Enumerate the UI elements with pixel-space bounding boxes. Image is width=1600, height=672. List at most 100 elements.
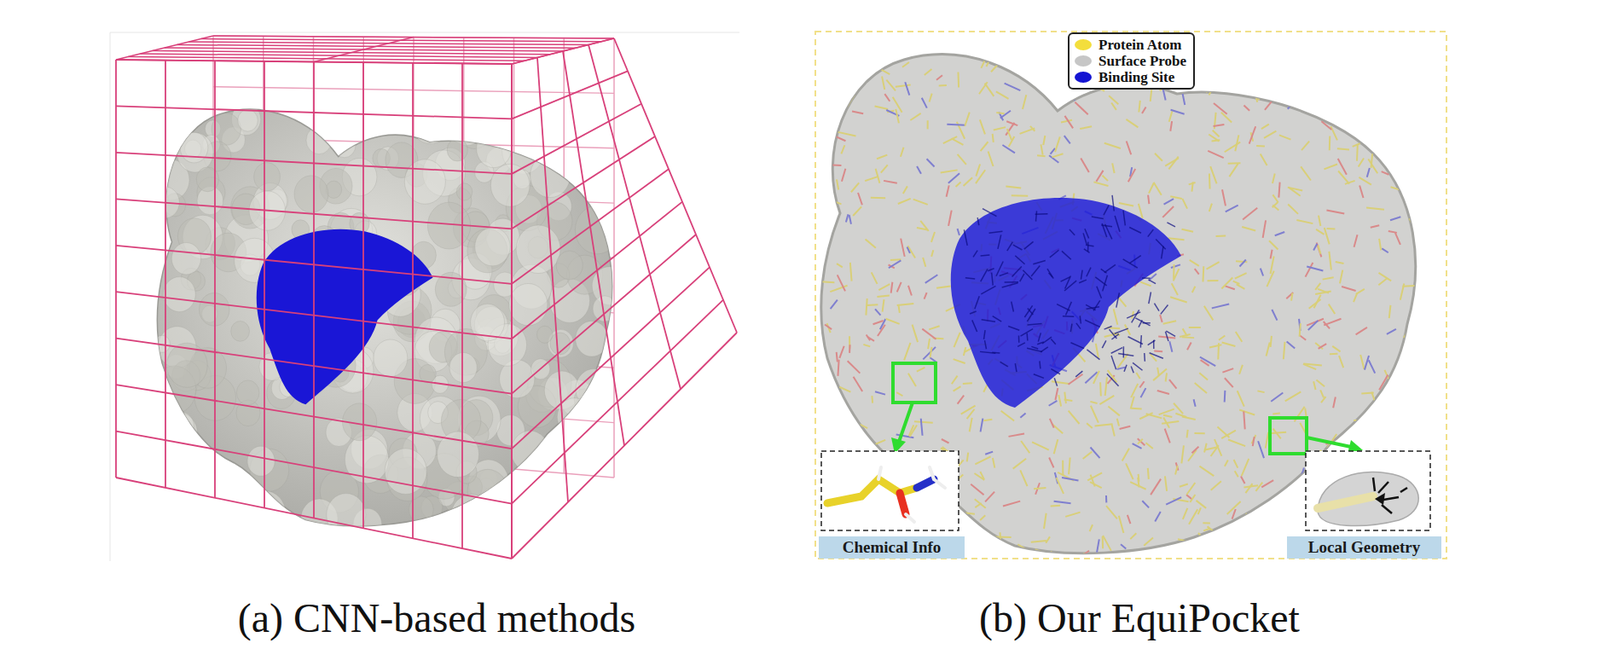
atom-stick <box>982 208 997 217</box>
atom-stick <box>1050 338 1056 344</box>
atom-stick <box>1182 229 1195 232</box>
atom-stick <box>907 245 916 258</box>
atom-stick <box>920 220 928 232</box>
atom-stick <box>1379 238 1381 251</box>
atom-stick <box>1112 162 1114 174</box>
atom-stick <box>1344 62 1352 70</box>
atom-stick <box>1335 261 1345 264</box>
atom-stick <box>898 198 911 204</box>
atom-stick <box>1370 30 1373 47</box>
atom-stick <box>1049 418 1055 429</box>
atom-stick <box>1328 304 1335 314</box>
atom-stick <box>1171 264 1181 268</box>
atom-stick <box>1177 539 1190 542</box>
atom-stick <box>1049 400 1058 406</box>
atom-stick <box>1344 180 1356 185</box>
atom-stick <box>1171 110 1185 115</box>
atom-stick <box>1061 250 1072 260</box>
atom-stick <box>1395 138 1404 155</box>
atom-stick <box>1075 371 1083 377</box>
surface-bump <box>593 181 628 219</box>
grid-line <box>511 266 710 449</box>
atom-stick <box>1246 47 1255 62</box>
atom-stick <box>1198 533 1206 541</box>
atom-stick <box>1317 103 1330 118</box>
surface-bump <box>373 110 393 131</box>
atom-stick <box>1389 52 1398 60</box>
atom-stick <box>1095 423 1114 426</box>
atom-stick <box>1165 556 1178 567</box>
atom-stick <box>1142 277 1151 279</box>
atom-stick <box>1209 344 1222 348</box>
atom-stick <box>1031 346 1038 349</box>
atom-stick <box>1261 480 1274 487</box>
atom-stick <box>1175 413 1187 418</box>
atom-stick <box>852 206 862 216</box>
atom-stick <box>1020 440 1030 453</box>
atom-stick <box>1224 377 1234 388</box>
surface-bump <box>236 380 260 406</box>
grid-line <box>115 35 214 60</box>
atom-stick <box>996 261 1003 277</box>
atom-stick <box>1270 256 1275 274</box>
atom-stick <box>816 79 829 89</box>
atom-stick <box>841 168 846 182</box>
atom-stick <box>1388 231 1398 233</box>
atom-stick <box>1012 266 1022 277</box>
atom-stick <box>1345 88 1360 92</box>
atom-stick <box>916 367 926 372</box>
atom-stick <box>1350 74 1361 84</box>
surface-bump <box>536 447 581 497</box>
atom-stick <box>1221 277 1233 289</box>
atom-stick <box>1269 432 1287 434</box>
atom-stick <box>1169 341 1172 352</box>
atom-stick <box>979 515 986 521</box>
surface-bump <box>237 109 259 132</box>
atom-stick <box>928 325 940 330</box>
atom-stick <box>853 376 864 392</box>
atom-stick <box>888 260 901 268</box>
atom-stick <box>1125 119 1138 128</box>
atom-stick <box>1096 539 1100 552</box>
atom-stick <box>1359 185 1363 198</box>
atom-stick <box>1045 536 1050 543</box>
atom-stick <box>1087 472 1102 481</box>
atom-stick <box>1037 155 1046 157</box>
atom-stick <box>1079 315 1081 324</box>
surface-bump <box>410 98 452 145</box>
atom-stick <box>842 86 848 96</box>
atom-stick <box>1103 205 1109 216</box>
atom-stick <box>1058 394 1061 406</box>
atom-stick <box>1035 210 1037 221</box>
atom-stick <box>873 320 884 325</box>
surface-bump <box>510 430 549 472</box>
grid-line <box>115 105 512 119</box>
atom-stick <box>1058 552 1068 567</box>
atom-stick <box>979 351 996 354</box>
atom-stick <box>877 324 886 337</box>
atom-stick <box>1339 355 1344 368</box>
atom-stick <box>985 492 995 503</box>
surface-bump <box>404 159 446 204</box>
atom-stick <box>1093 300 1101 311</box>
atom-stick <box>965 512 975 514</box>
atom-stick <box>811 195 820 199</box>
atom-stick <box>1054 377 1057 386</box>
atom-stick <box>967 452 969 463</box>
grid-line <box>115 338 512 395</box>
atom-stick <box>916 166 922 174</box>
atom-stick <box>1130 383 1138 398</box>
atom-stick <box>1142 106 1147 114</box>
atom-stick <box>1354 234 1358 248</box>
atom-stick <box>1080 270 1083 280</box>
atom-stick <box>1090 405 1099 424</box>
atom-stick <box>1198 507 1201 515</box>
atom-stick <box>1189 260 1200 267</box>
atom-stick <box>1239 260 1246 267</box>
atom-stick <box>1182 198 1188 209</box>
atom-stick <box>1286 341 1296 348</box>
atom-stick <box>1109 329 1118 339</box>
atom-stick <box>1124 365 1127 372</box>
atom-stick <box>957 228 960 236</box>
atom-stick <box>1064 392 1067 405</box>
